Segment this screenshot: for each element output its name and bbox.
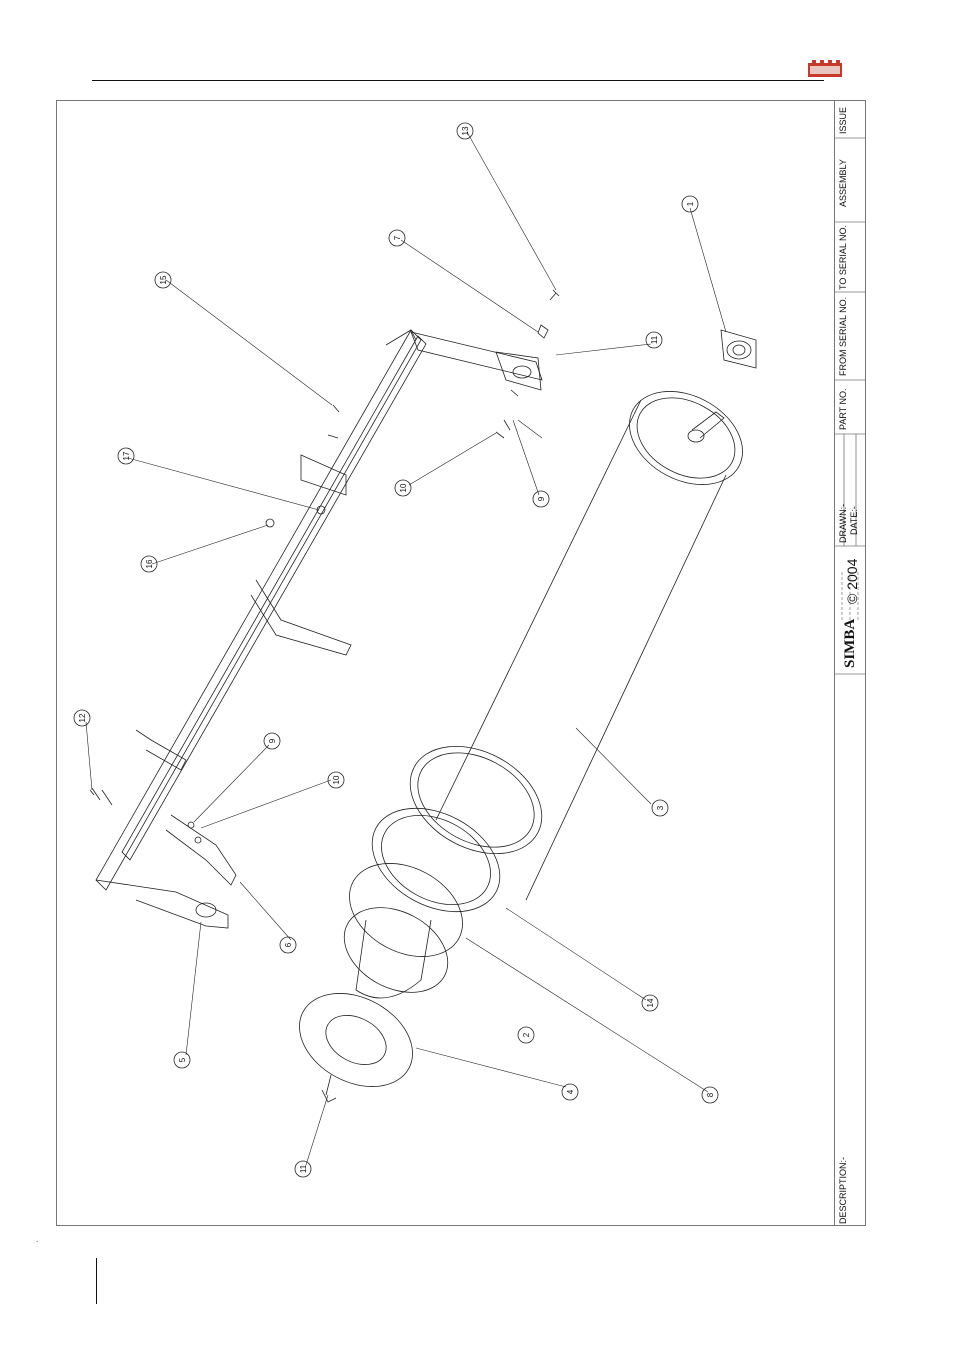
callout-11b: 11 <box>299 1164 308 1173</box>
date-label: DATE:- <box>849 506 859 535</box>
callout-8: 8 <box>706 1092 715 1097</box>
part-no-label: PART NO. <box>838 388 848 430</box>
end-rings <box>283 725 560 1105</box>
drawn-label: DRAWN:- <box>838 504 848 543</box>
callout-15: 15 <box>159 275 168 284</box>
roller-tube <box>436 373 759 900</box>
callout-12: 12 <box>78 713 87 722</box>
callout-6: 6 <box>284 942 293 947</box>
assembly-label: ASSEMBLY <box>838 159 848 207</box>
callout-9a: 9 <box>537 496 546 501</box>
callout-10b: 10 <box>332 775 341 784</box>
callout-9b: 9 <box>268 738 277 743</box>
footer-mark: . <box>36 1235 38 1244</box>
footer-rule <box>96 1258 97 1304</box>
simba-logo-icon <box>808 60 842 78</box>
from-serial-label: FROM SERIAL NO. <box>838 297 848 376</box>
callout-circles <box>74 123 718 1177</box>
callout-1: 1 <box>686 201 695 206</box>
copyright-label: © 2004 <box>844 559 860 604</box>
brand-label: SIMBA <box>842 619 859 668</box>
bearing-flange <box>721 330 756 368</box>
callout-16: 16 <box>145 559 154 568</box>
callout-10a: 10 <box>399 483 408 492</box>
leader-lines <box>86 132 726 1165</box>
exploded-assembly-diagram: 1 2 3 4 5 6 7 8 9 9 10 10 11 11 12 13 14… <box>56 100 834 1226</box>
callout-5: 5 <box>178 1057 187 1062</box>
callout-11a: 11 <box>650 335 659 344</box>
callout-13: 13 <box>461 126 470 135</box>
description-label: DESCRIPTION:- <box>838 1157 848 1224</box>
issue-label: ISSUE <box>838 107 848 134</box>
callout-17: 17 <box>122 451 131 460</box>
callout-2: 2 <box>522 1032 531 1037</box>
to-serial-label: TO SERIAL NO. <box>838 225 848 290</box>
callout-3: 3 <box>656 805 665 810</box>
callout-7: 7 <box>393 235 402 240</box>
callout-14: 14 <box>646 998 655 1007</box>
header-rule <box>92 80 824 81</box>
callout-4: 4 <box>566 1089 575 1094</box>
callout-numbers: 1 2 3 4 5 6 7 8 9 9 10 10 11 11 12 13 14… <box>78 126 715 1173</box>
